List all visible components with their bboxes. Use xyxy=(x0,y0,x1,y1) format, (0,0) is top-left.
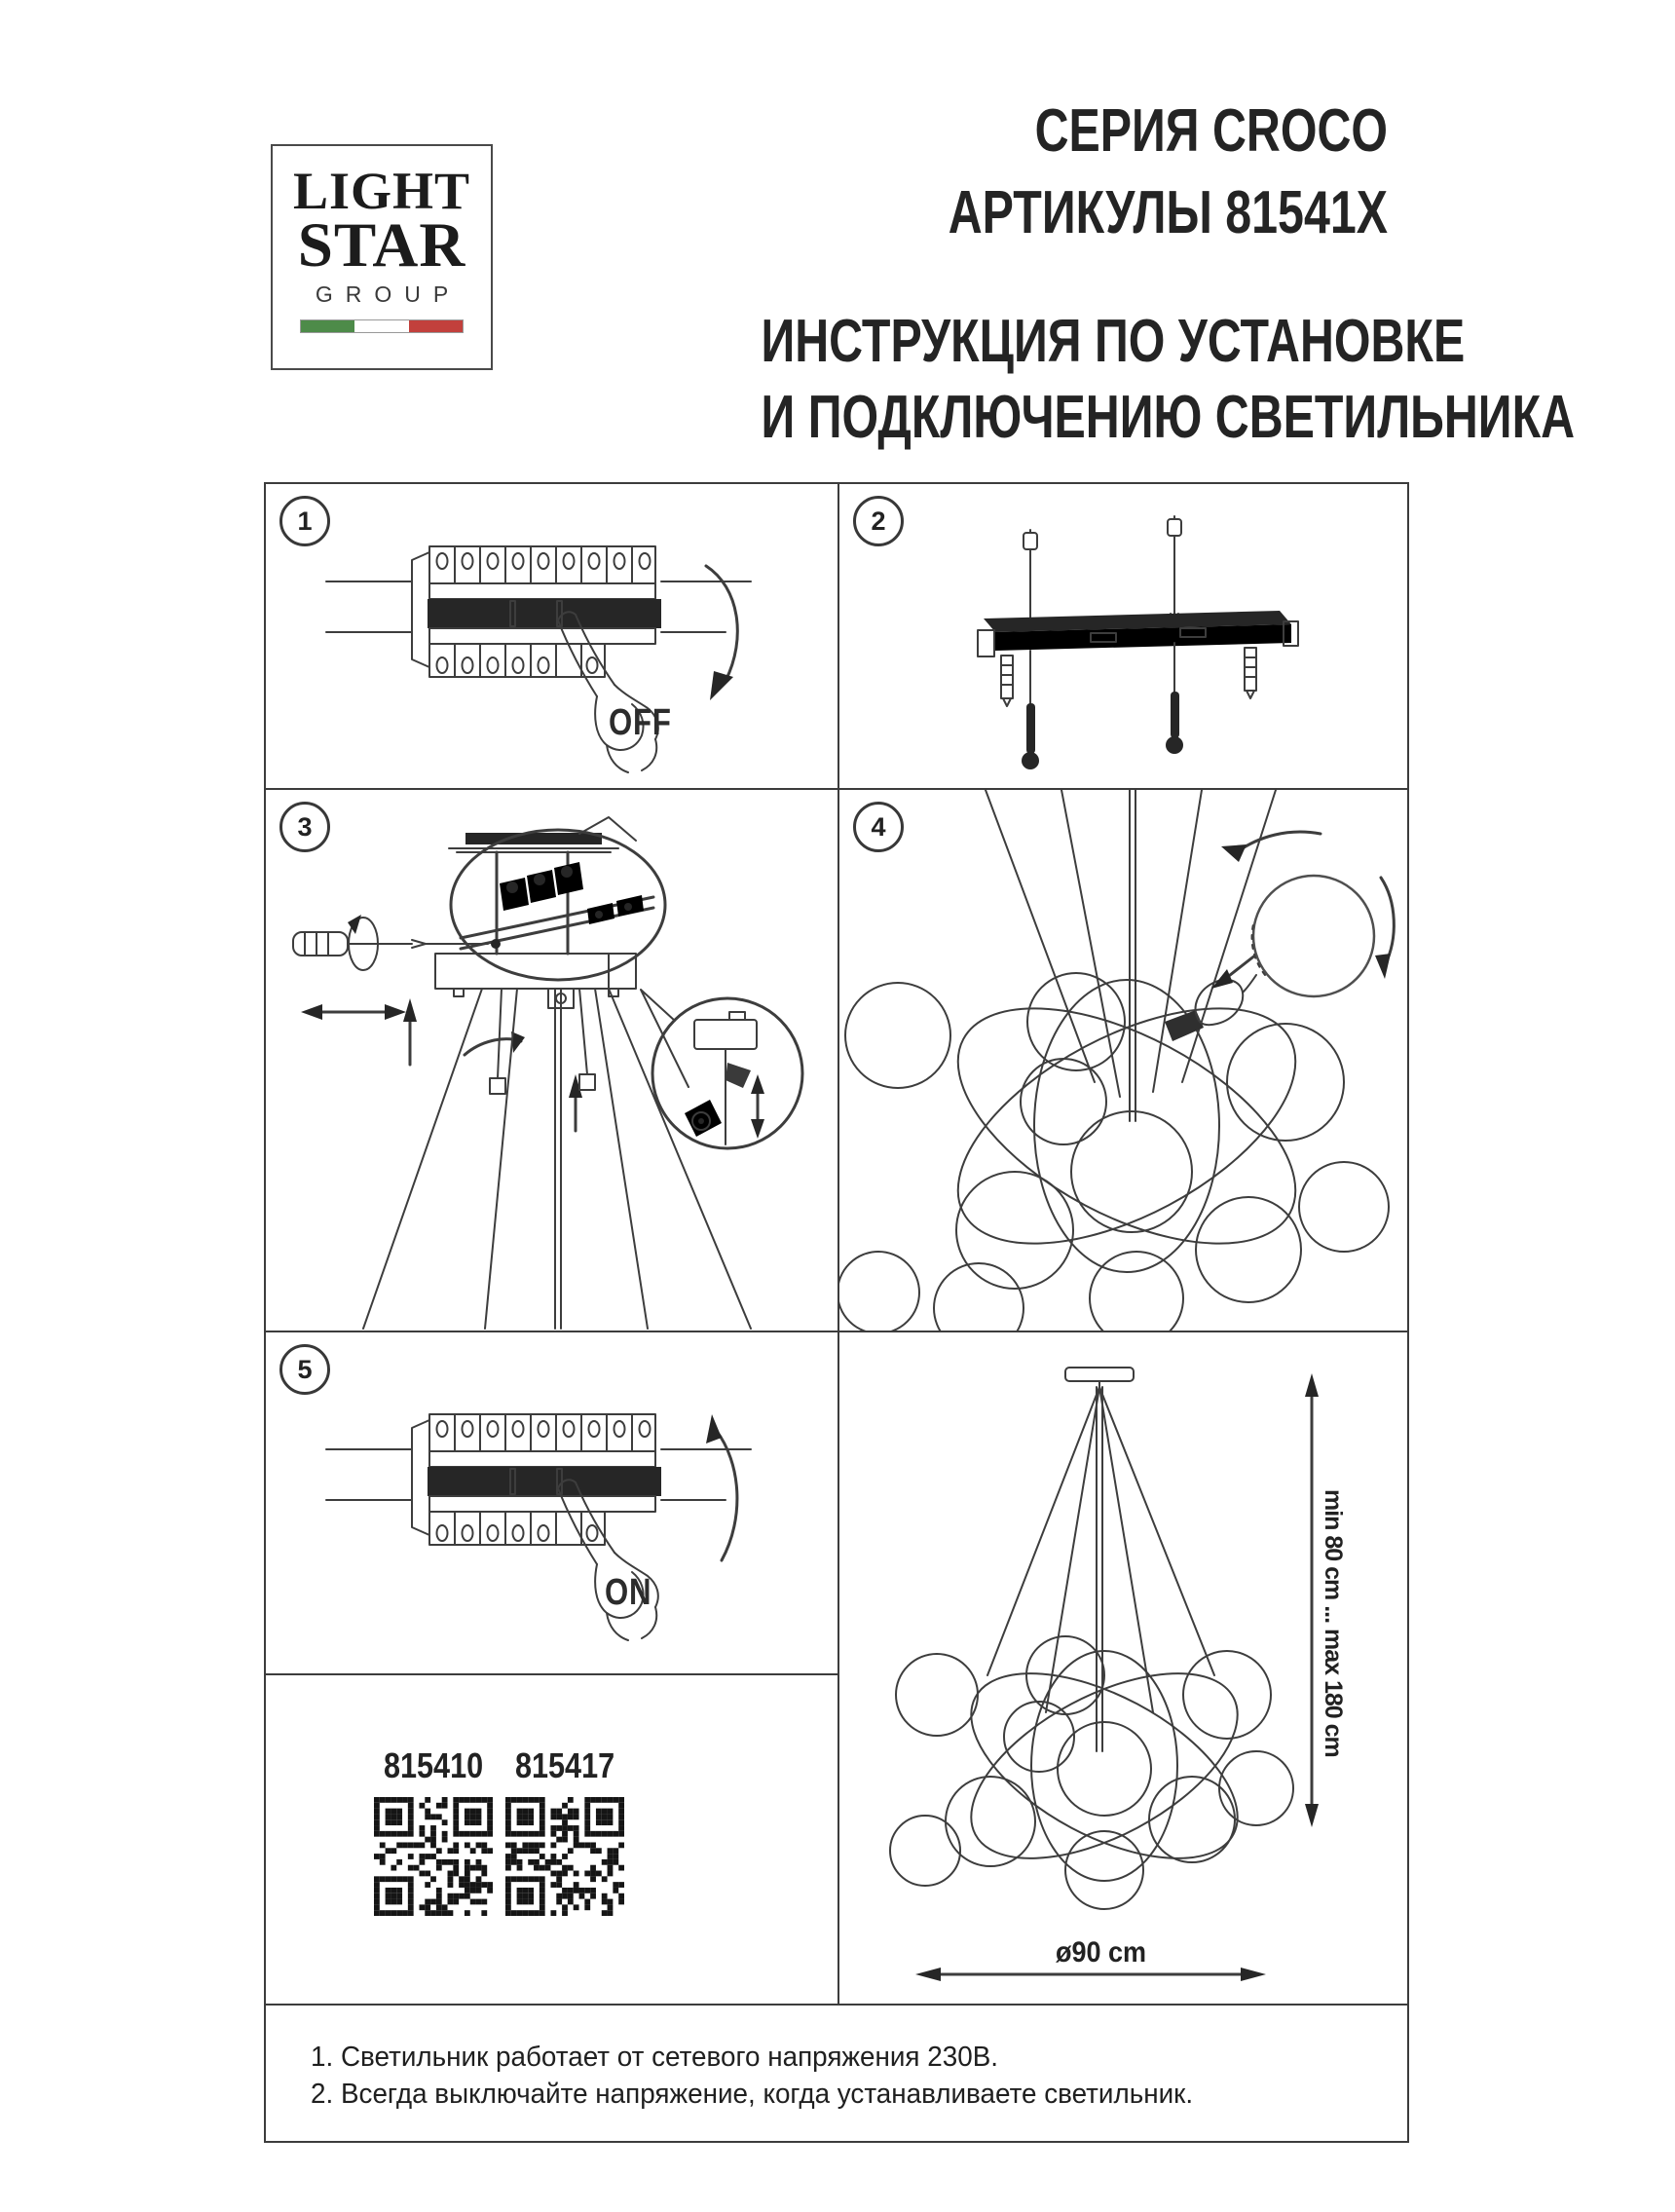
off-label: OFF xyxy=(609,702,672,743)
note-1: 1. Светильник работает от сетевого напря… xyxy=(311,2042,999,2073)
step-5-panel: 5 xyxy=(266,1332,839,1675)
notes-text: 1. Светильник работает от сетевого напря… xyxy=(311,2039,1193,2114)
suspension-wires xyxy=(985,790,1277,1122)
turn-on-arrow-icon xyxy=(706,1414,739,1562)
step-4-badge: 4 xyxy=(853,802,904,852)
dimensions-panel: min 80 cm ... max 180 cm ø90 cm xyxy=(839,1332,1407,2004)
wall-anchors xyxy=(1000,647,1257,707)
detached-sphere-icon xyxy=(1221,830,1396,998)
article-code-815417: 815417 xyxy=(515,1745,615,1785)
step-2-badge: 2 xyxy=(853,496,904,546)
ceiling-cap-icon xyxy=(1064,1367,1135,1390)
screwdriver-icon xyxy=(292,915,501,971)
breaker-on-diagram xyxy=(325,1413,752,1641)
globe-assembly-diagram xyxy=(839,790,1396,1331)
on-label: ON xyxy=(605,1572,652,1613)
chandelier-rings xyxy=(956,979,1297,1273)
step-1-panel: 1 xyxy=(266,484,839,790)
glass-spheres xyxy=(839,972,1390,1331)
italian-flag-icon xyxy=(300,319,464,334)
diameter-label: ø90 cm xyxy=(1056,1936,1147,1968)
notes-panel: 1. Светильник работает от сетевого напря… xyxy=(266,2004,1407,2141)
instruction-title-line2: И ПОДКЛЮЧЕНИЮ СВЕТИЛЬНИКА xyxy=(761,384,1576,451)
circuit-breaker-icon xyxy=(325,545,752,678)
suspension-wires xyxy=(362,988,752,1330)
circuit-breaker-icon xyxy=(325,1413,752,1546)
height-dimension-arrow xyxy=(1305,1373,1319,1827)
step-4-panel: 4 xyxy=(839,790,1407,1332)
pointing-hand-icon xyxy=(557,611,659,773)
breaker-off-diagram xyxy=(325,545,752,773)
hanging-bolts xyxy=(1022,642,1183,769)
screws-top xyxy=(1023,515,1182,631)
step-3-badge: 3 xyxy=(279,802,330,852)
glass-spheres xyxy=(889,1635,1294,1910)
header: СЕРИЯ CROCO АРТИКУЛЫ 81541X ИНСТРУКЦИЯ П… xyxy=(584,97,1576,451)
logo-word-light: LIGHT xyxy=(292,162,471,220)
note-2: 2. Всегда выключайте напряжение, когда у… xyxy=(311,2079,1194,2111)
terminal-detail-bubble xyxy=(449,816,667,982)
qr-panel: 815410 815417 xyxy=(266,1675,839,2004)
turn-off-arrow-icon xyxy=(704,564,739,700)
step-2-panel: 2 xyxy=(839,484,1407,790)
qr-code-815417 xyxy=(505,1797,624,1916)
mounting-bracket-diagram xyxy=(977,515,1299,769)
bulb-socket-icon xyxy=(1165,942,1272,1041)
ceiling-bracket-icon xyxy=(977,611,1299,657)
qr-code-815410 xyxy=(374,1797,493,1916)
article-code-815410: 815410 xyxy=(384,1745,484,1785)
steps-grid: 1 xyxy=(264,482,1409,2143)
logo-word-star: STAR xyxy=(297,209,466,281)
pointing-hand-icon xyxy=(557,1479,659,1641)
step-3-panel: 3 xyxy=(266,790,839,1332)
cable-lock-detail-bubble xyxy=(640,989,804,1150)
step-1-badge: 1 xyxy=(279,496,330,546)
canopy-mounting-diagram xyxy=(292,816,804,1330)
adjust-arrows xyxy=(301,998,582,1133)
chandelier-dimensions-diagram xyxy=(889,1367,1319,1981)
height-range-label: min 80 cm ... max 180 cm xyxy=(1320,1489,1347,1757)
canopy-icon xyxy=(434,953,637,1009)
step-5-badge: 5 xyxy=(279,1344,330,1395)
suspension-wires xyxy=(986,1386,1215,1752)
articles-title: АРТИКУЛЫ 81541X xyxy=(948,179,1388,246)
instruction-title-line1: ИНСТРУКЦИЯ ПО УСТАНОВКЕ xyxy=(761,308,1466,375)
series-title: СЕРИЯ CROCO xyxy=(1034,97,1388,165)
logo-word-group: GROUP xyxy=(315,281,462,308)
lightstar-logo: LIGHT STAR GROUP xyxy=(271,144,493,370)
chandelier-rings xyxy=(970,1650,1239,1882)
diameter-dimension-arrow xyxy=(915,1968,1266,1981)
